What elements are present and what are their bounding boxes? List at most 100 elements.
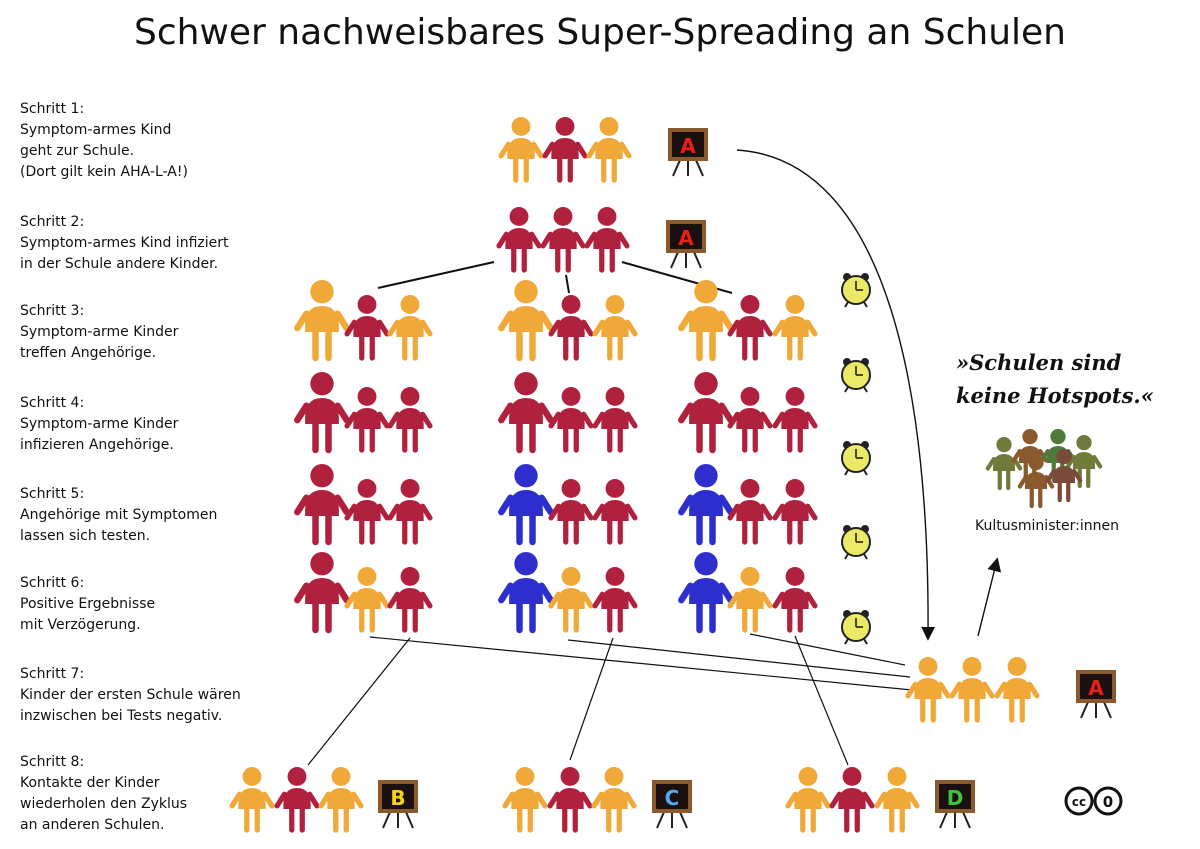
adult-figure	[678, 372, 734, 454]
child-figure	[542, 117, 588, 183]
step-6-line: Positive Ergebnisse	[20, 596, 156, 612]
connector-line	[567, 639, 911, 678]
child-figure	[949, 657, 995, 723]
child-figure	[829, 767, 875, 833]
step-8-text: Schritt 8: Kontakte der Kinder wiederhol…	[20, 752, 280, 836]
child-figure	[502, 767, 548, 833]
minister-quote: »Schulen sind keine Hotspots.«	[956, 346, 1176, 412]
child-figure	[547, 767, 593, 833]
alarm-clock-icon	[841, 358, 871, 393]
child-figure	[592, 567, 638, 633]
child-figure	[548, 479, 594, 545]
child-figure	[785, 767, 831, 833]
diagram-title: Schwer nachweisbares Super-Spreading an …	[133, 12, 1066, 53]
quote-line: keine Hotspots.«	[956, 383, 1154, 408]
step-4-line: Symptom-arme Kinder	[20, 416, 179, 432]
step-7-line: Kinder der ersten Schule wären	[20, 687, 241, 703]
step-5-text: Schritt 5: Angehörige mit Symptomen lass…	[20, 484, 280, 547]
alarm-clock-icon	[841, 610, 871, 645]
child-figure	[498, 117, 544, 183]
school-board-a: A	[666, 220, 706, 269]
step-8-line: Schritt 8:	[20, 754, 85, 770]
child-figure	[772, 479, 818, 545]
child-figure	[772, 295, 818, 361]
step-1-line: geht zur Schule.	[20, 143, 135, 159]
step-8-line: Kontakte der Kinder	[20, 775, 160, 791]
connector-line	[307, 637, 411, 766]
child-figure	[592, 387, 638, 453]
child-figure	[772, 567, 818, 633]
step-4-line: infizieren Angehörige.	[20, 437, 174, 453]
step-2-line: in der Schule andere Kinder.	[20, 256, 219, 272]
school-board-a: A	[1076, 670, 1116, 719]
connector-line	[369, 636, 913, 691]
school-board-b: B	[378, 780, 418, 829]
step-1-line: (Dort gilt kein AHA-L-A!)	[20, 164, 188, 180]
step-3-text: Schritt 3: Symptom-arme Kinder treffen A…	[20, 301, 280, 364]
school-letter: B	[390, 786, 405, 810]
step-2-line: Symptom-armes Kind infiziert	[20, 235, 229, 251]
minister-figure	[1045, 449, 1083, 503]
child-figure	[387, 387, 433, 453]
child-figure	[548, 567, 594, 633]
child-figure	[591, 767, 637, 833]
child-figure	[548, 387, 594, 453]
adult-figure	[294, 552, 350, 634]
step-5-line: Angehörige mit Symptomen	[20, 507, 218, 523]
connector-line	[377, 261, 495, 289]
arrow-to-ministers	[977, 557, 1002, 637]
school-board-a: A	[668, 128, 708, 177]
child-figure	[874, 767, 920, 833]
adult-figure	[498, 552, 554, 634]
child-figure	[387, 479, 433, 545]
child-figure	[344, 387, 390, 453]
step-8-line: an anderen Schulen.	[20, 817, 165, 833]
school-board-d: D	[935, 780, 975, 829]
school-letter: A	[678, 226, 694, 250]
adult-figure	[678, 464, 734, 546]
step-6-text: Schritt 6: Positive Ergebnisse mit Verzö…	[20, 573, 280, 636]
child-figure	[387, 567, 433, 633]
adult-figure	[498, 280, 554, 362]
step-5-line: Schritt 5:	[20, 486, 85, 502]
school-letter: A	[1088, 676, 1104, 700]
child-figure	[229, 767, 275, 833]
step-3-line: Symptom-arme Kinder	[20, 324, 179, 340]
adult-figure	[498, 372, 554, 454]
step-1-text: Schritt 1: Symptom-armes Kind geht zur S…	[20, 99, 280, 183]
child-figure	[274, 767, 320, 833]
adult-figure	[294, 280, 350, 362]
step-2-line: Schritt 2:	[20, 214, 85, 230]
child-figure	[344, 567, 390, 633]
minister-label: Kultusminister:innen	[975, 518, 1119, 534]
school-letter: C	[665, 786, 680, 810]
child-figure	[727, 567, 773, 633]
step-7-line: inzwischen bei Tests negativ.	[20, 708, 223, 724]
quote-line: »Schulen sind	[956, 350, 1122, 375]
step-5-line: lassen sich testen.	[20, 528, 151, 544]
child-figure	[496, 207, 542, 273]
school-board-c: C	[652, 780, 692, 829]
svg-text:0: 0	[1103, 793, 1113, 811]
child-figure	[387, 295, 433, 361]
step-1-line: Symptom-armes Kind	[20, 122, 172, 138]
child-figure	[584, 207, 630, 273]
child-figure	[772, 387, 818, 453]
alarm-clock-icon	[841, 441, 871, 476]
child-figure	[586, 117, 632, 183]
connector-line	[749, 633, 906, 666]
step-6-line: mit Verzögerung.	[20, 617, 141, 633]
alarm-clock-icon	[841, 525, 871, 560]
alarm-clock-icon	[841, 273, 871, 308]
step-4-line: Schritt 4:	[20, 395, 85, 411]
child-figure	[318, 767, 364, 833]
cc0-license-icon: cc 0	[1064, 786, 1123, 816]
child-figure	[548, 295, 594, 361]
step-8-line: wiederholen den Zyklus	[20, 796, 188, 812]
child-figure	[727, 387, 773, 453]
connector-line	[569, 637, 614, 761]
child-figure	[994, 657, 1040, 723]
svg-text:cc: cc	[1072, 795, 1086, 809]
adult-figure	[678, 552, 734, 634]
